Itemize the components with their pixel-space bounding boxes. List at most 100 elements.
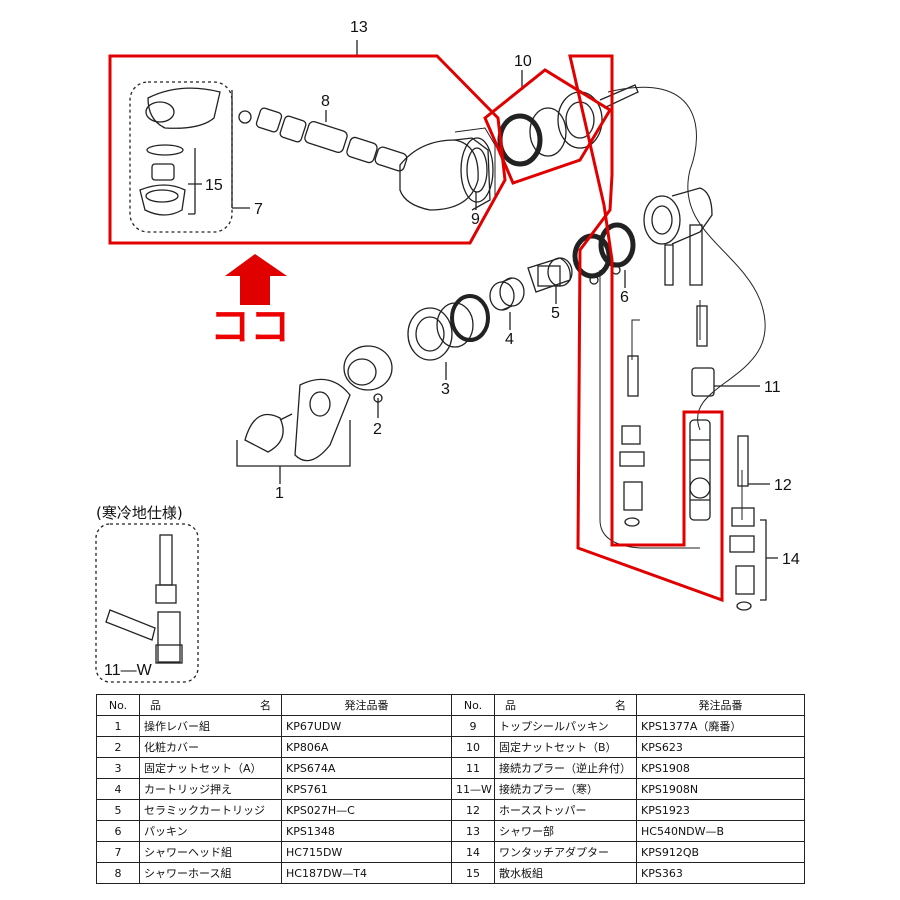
part-no-cell: 6 (96, 820, 140, 842)
operating-lever-part (244, 378, 351, 462)
order-code-cell: KPS027H—C (281, 799, 452, 821)
ceramic-cartridge-part (527, 257, 573, 293)
up-arrow-icon (225, 254, 287, 305)
packing-part (572, 222, 636, 285)
order-code-cell: KPS1908N (636, 778, 805, 800)
part-name-cell: 接続カプラー（寒） (494, 778, 637, 800)
part-name-cell: シャワー部 (494, 820, 637, 842)
order-code-cell: KP806A (281, 736, 452, 758)
part-no-cell: 7 (96, 841, 140, 863)
order-code-cell: KPS674A (281, 757, 452, 779)
part-name-cell: パッキン (139, 820, 282, 842)
callout-13: 13 (350, 19, 368, 36)
callout-7: 7 (254, 201, 263, 218)
part-no-cell: 3 (96, 757, 140, 779)
exploded-parts-diagram: ココ 13 10 8 15 7 9 6 5 4 3 2 1 11 12 14 (… (95, 19, 800, 683)
order-code-cell: KPS912QB (636, 841, 805, 863)
callout-12: 12 (774, 477, 792, 494)
callout-3: 3 (441, 381, 450, 398)
part-no-cell: 14 (451, 841, 495, 863)
one-touch-adapter-part (729, 507, 755, 611)
order-code-cell: HC187DW—T4 (281, 862, 452, 884)
part-no-cell: 2 (96, 736, 140, 758)
callout-1: 1 (275, 485, 284, 502)
part-no-cell: 11—W (451, 778, 495, 800)
callout-2: 2 (373, 421, 382, 438)
callout-6: 6 (620, 289, 629, 306)
hose-stopper-part (689, 435, 749, 499)
callout-10: 10 (514, 53, 532, 70)
part-no-cell: 1 (96, 715, 140, 737)
koko-label: ココ (210, 304, 290, 350)
part-name-cell: カートリッジ押え (139, 778, 282, 800)
callout-14: 14 (782, 551, 800, 568)
callout-8: 8 (321, 93, 330, 110)
part-no-cell: 5 (96, 799, 140, 821)
part-name-cell: ワンタッチアダプター (494, 841, 637, 863)
col-header-code-2: 発注品番 (636, 694, 805, 716)
part-no-cell: 10 (451, 736, 495, 758)
order-code-cell: KP67UDW (281, 715, 452, 737)
col-header-name-right: 名 (260, 699, 271, 712)
part-no-cell: 9 (451, 715, 495, 737)
part-name-cell: 固定ナットセット（B） (494, 736, 637, 758)
callout-11w: 11—W (104, 662, 153, 679)
table-header-row: No. 品名 発注品番 No. 品名 発注品番 (96, 694, 805, 716)
cartridge-holder-part (489, 277, 525, 311)
order-code-cell: KPS761 (281, 778, 452, 800)
part-name-cell: 化粧カバー (139, 736, 282, 758)
shower-unit-part (399, 127, 496, 211)
part-name-cell: 操作レバー組 (139, 715, 282, 737)
order-code-cell: HC715DW (281, 841, 452, 863)
part-no-cell: 11 (451, 757, 495, 779)
order-code-cell: KPS1377A（廃番） (636, 715, 805, 737)
order-code-cell: HC540NDW—B (636, 820, 805, 842)
part-name-cell: 接続カプラー（逆止弁付） (494, 757, 637, 779)
decorative-cover-part (343, 345, 393, 403)
cold-climate-variant-box (95, 523, 199, 683)
part-no-cell: 13 (451, 820, 495, 842)
col-header-no: No. (96, 694, 140, 716)
part-no-cell: 4 (96, 778, 140, 800)
part-name-cell: ホースストッパー (494, 799, 637, 821)
faucet-body-part (643, 187, 713, 286)
connection-coupler-part (619, 305, 715, 527)
part-name-cell: 散水板組 (494, 862, 637, 884)
part-name-cell: セラミックカートリッジ (139, 799, 282, 821)
shower-head-part (129, 81, 233, 233)
col-header-name-2: 品名 (494, 694, 637, 716)
col-header-name-right-2: 名 (615, 699, 626, 712)
part-no-cell: 15 (451, 862, 495, 884)
order-code-cell: KPS1348 (281, 820, 452, 842)
order-code-cell: KPS1923 (636, 799, 805, 821)
shower-part (689, 419, 711, 521)
part-name-cell: シャワーヘッド組 (139, 841, 282, 863)
shower-hose-part (238, 107, 408, 172)
part-name-cell: 固定ナットセット（A） (139, 757, 282, 779)
highlight-outline (108, 54, 724, 603)
fixing-nut-set-a-part (407, 294, 490, 361)
callout-9: 9 (471, 211, 480, 228)
col-header-code: 発注品番 (281, 694, 452, 716)
callout-5: 5 (551, 305, 560, 322)
order-code-cell: KPS623 (636, 736, 805, 758)
fixing-nut-set-b-part (497, 84, 639, 167)
callout-15: 15 (205, 177, 223, 194)
order-code-cell: KPS363 (636, 862, 805, 884)
col-header-name: 品名 (139, 694, 282, 716)
col-header-no-2: No. (451, 694, 495, 716)
part-name-cell: トップシールパッキン (494, 715, 637, 737)
col-header-name-left-2: 品 (505, 699, 516, 712)
part-name-cell: シャワーホース組 (139, 862, 282, 884)
part-no-cell: 12 (451, 799, 495, 821)
order-code-cell: KPS1908 (636, 757, 805, 779)
